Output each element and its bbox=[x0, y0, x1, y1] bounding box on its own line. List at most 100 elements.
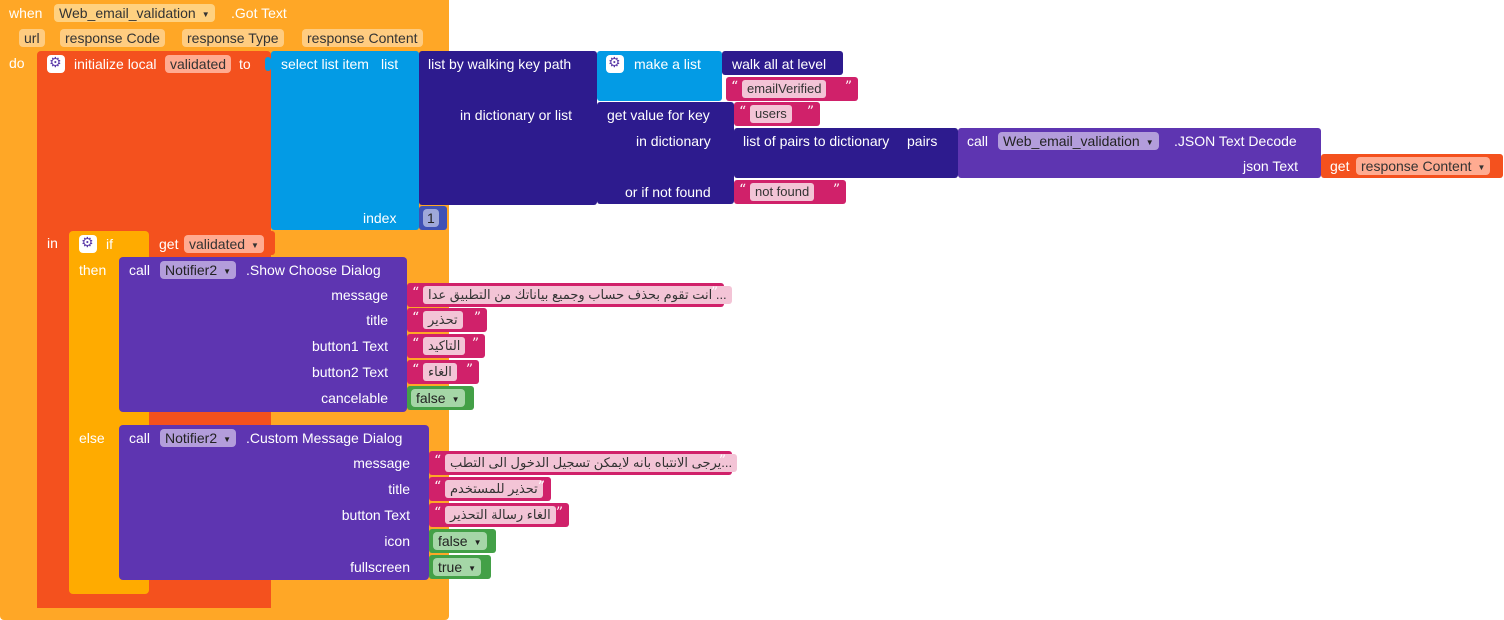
json-component-dropdown[interactable]: Web_email_validation▼ bbox=[998, 132, 1159, 150]
pairs-to-dictionary-block[interactable] bbox=[734, 128, 958, 178]
string-value[interactable]: الغاء رسالة التحذير bbox=[445, 506, 556, 524]
when-label: when bbox=[9, 5, 43, 21]
get-value-for-key-block[interactable] bbox=[597, 102, 734, 204]
open-quote-icon: “ bbox=[412, 336, 420, 352]
email-verified-string[interactable]: “ emailVerified ” bbox=[726, 77, 858, 101]
param-response-content[interactable]: response Content bbox=[302, 29, 423, 47]
init-local-label: initialize local bbox=[74, 56, 157, 72]
validated-var: validated bbox=[189, 236, 246, 252]
select-item-connector bbox=[265, 57, 271, 71]
chevron-down-icon: ▼ bbox=[201, 10, 210, 19]
event-component-dropdown[interactable]: Web_email_validation ▼ bbox=[54, 4, 215, 22]
select-list-item-block[interactable] bbox=[271, 51, 419, 230]
icon-bool-dropdown[interactable]: false▼ bbox=[433, 532, 487, 550]
local-var-name[interactable]: validated bbox=[165, 55, 232, 73]
string-value[interactable]: الغاء bbox=[423, 363, 457, 381]
custom-message-string[interactable]: “ ...يرجى الانتباه بانه لايمكن تسجيل الد… bbox=[429, 451, 738, 475]
custom-fullscreen-label: fullscreen bbox=[350, 559, 410, 575]
string-value[interactable]: التاكيد bbox=[423, 337, 466, 355]
string-value[interactable]: emailVerified bbox=[742, 80, 827, 98]
to-label: to bbox=[239, 56, 251, 72]
make-list-gear-icon[interactable] bbox=[606, 54, 624, 73]
choose-title-label: title bbox=[366, 312, 388, 328]
chevron-down-icon: ▼ bbox=[1477, 163, 1486, 172]
init-local-footer bbox=[37, 596, 271, 608]
open-quote-icon: “ bbox=[434, 453, 442, 469]
string-value[interactable]: users bbox=[750, 105, 792, 123]
close-quote-icon: ” bbox=[555, 505, 563, 521]
close-quote-icon: ” bbox=[806, 104, 814, 120]
custom-message-dialog-block[interactable] bbox=[119, 425, 429, 580]
event-component-name: Web_email_validation bbox=[59, 5, 196, 21]
custom-method-label: .Custom Message Dialog bbox=[246, 430, 403, 446]
string-value[interactable]: not found bbox=[750, 183, 815, 201]
close-quote-icon: ” bbox=[832, 182, 840, 198]
open-quote-icon: “ bbox=[731, 79, 739, 95]
close-quote-icon: ” bbox=[471, 336, 479, 352]
not-found-string[interactable]: “ not found ” bbox=[734, 180, 846, 204]
custom-title-label: title bbox=[388, 481, 410, 497]
pairs-to-dict-label: list of pairs to dictionary bbox=[743, 133, 890, 149]
open-quote-icon: “ bbox=[739, 182, 747, 198]
if-label: if bbox=[106, 236, 113, 252]
open-quote-icon: “ bbox=[412, 310, 420, 326]
string-value[interactable]: ... انت تقوم بحذف حساب وجميع بياناتك من … bbox=[423, 286, 732, 304]
string-value[interactable]: تحذير للمستخدم bbox=[445, 480, 543, 498]
else-label: else bbox=[79, 430, 105, 446]
custom-component-dropdown[interactable]: Notifier2▼ bbox=[160, 429, 237, 447]
pairs-socket-label: pairs bbox=[907, 133, 938, 149]
custom-message-label: message bbox=[353, 455, 410, 471]
choose-call-label: call bbox=[129, 262, 151, 278]
custom-call-label: call bbox=[129, 430, 151, 446]
response-content-var-dropdown[interactable]: response Content ▼ bbox=[1356, 157, 1491, 175]
walk-all-block[interactable] bbox=[722, 51, 843, 75]
open-quote-icon: “ bbox=[434, 505, 442, 521]
cancelable-bool-dropdown[interactable]: false▼ bbox=[411, 389, 465, 407]
open-quote-icon: “ bbox=[434, 479, 442, 495]
choose-button1-string[interactable]: “ التاكيد ” bbox=[407, 334, 485, 358]
show-choose-dialog-block[interactable] bbox=[119, 257, 407, 412]
close-quote-icon: ” bbox=[465, 362, 473, 378]
get-value-label: get value for key bbox=[607, 107, 710, 123]
select-item-label: select list item bbox=[281, 56, 369, 72]
list-socket-label: list bbox=[381, 56, 399, 72]
chevron-down-icon: ▼ bbox=[223, 267, 232, 276]
json-call-label: call bbox=[967, 133, 989, 149]
open-quote-icon: “ bbox=[412, 362, 420, 378]
open-quote-icon: “ bbox=[412, 285, 420, 301]
param-response-type[interactable]: response Type bbox=[182, 29, 284, 47]
choose-title-string[interactable]: “ تحذير ” bbox=[407, 308, 487, 332]
chevron-down-icon: ▼ bbox=[223, 435, 232, 444]
param-url[interactable]: url bbox=[19, 29, 45, 47]
custom-button-label: button Text bbox=[341, 507, 410, 523]
choose-method-label: .Show Choose Dialog bbox=[246, 262, 381, 278]
if-mutator-gear-icon[interactable] bbox=[79, 234, 97, 253]
custom-button-string[interactable]: “ الغاء رسالة التحذير ” bbox=[429, 503, 569, 527]
walk-key-path-block[interactable] bbox=[419, 51, 597, 205]
custom-icon-label: icon bbox=[384, 533, 410, 549]
get-label: get bbox=[1330, 158, 1350, 174]
close-quote-icon: ” bbox=[718, 453, 726, 469]
fullscreen-bool-dropdown[interactable]: true▼ bbox=[433, 558, 482, 576]
mutator-gear-icon[interactable] bbox=[47, 54, 65, 73]
fullscreen-value: true bbox=[438, 559, 463, 575]
in-dict-or-list-label: in dictionary or list bbox=[460, 107, 573, 123]
string-value[interactable]: تحذير bbox=[423, 311, 463, 329]
index-number-value[interactable]: 1 bbox=[423, 209, 439, 227]
choose-button2-string[interactable]: “ الغاء ” bbox=[407, 360, 479, 384]
choose-button1-label: button1 Text bbox=[311, 338, 388, 354]
param-response-code[interactable]: response Code bbox=[60, 29, 165, 47]
custom-title-string[interactable]: “ تحذير للمستخدم ” bbox=[429, 477, 551, 501]
chevron-down-icon: ▼ bbox=[1145, 138, 1154, 147]
choose-component-name: Notifier2 bbox=[165, 262, 218, 278]
choose-cancelable-label: cancelable bbox=[321, 390, 388, 406]
choose-component-dropdown[interactable]: Notifier2 ▼ bbox=[160, 261, 237, 279]
validated-var-dropdown[interactable]: validated▼ bbox=[184, 235, 264, 253]
close-quote-icon: ” bbox=[473, 310, 481, 326]
walk-path-label: list by walking key path bbox=[428, 56, 572, 72]
choose-message-string[interactable]: “ ... انت تقوم بحذف حساب وجميع بياناتك م… bbox=[407, 283, 732, 307]
response-content-var: response Content bbox=[1361, 158, 1472, 174]
do-label: do bbox=[9, 55, 25, 71]
string-value[interactable]: ...يرجى الانتباه بانه لايمكن تسجيل الدخو… bbox=[445, 454, 738, 472]
users-string[interactable]: “ users ” bbox=[734, 102, 820, 126]
